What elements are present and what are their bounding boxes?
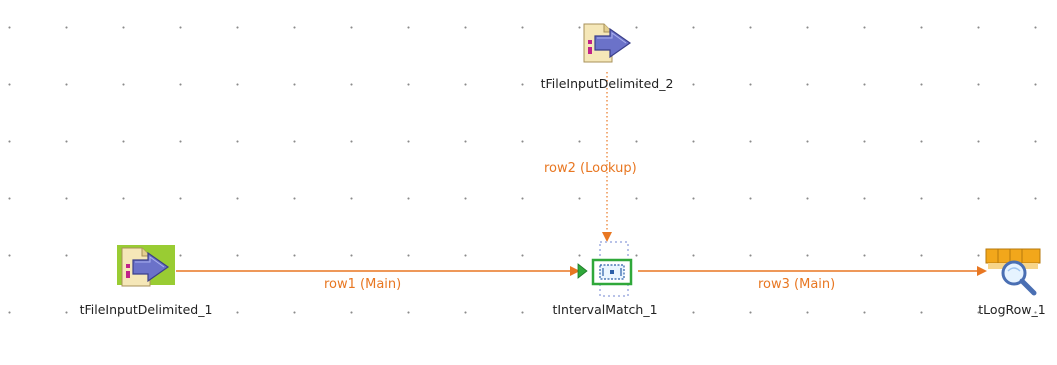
file-input-delimited-icon: [121, 247, 170, 287]
interval-match-icon: [577, 241, 633, 297]
link-row1-label[interactable]: row1 (Main): [324, 277, 402, 292]
link-row2-label[interactable]: row2 (Lookup): [544, 161, 637, 176]
file-input-delimited-icon: [583, 23, 632, 63]
component-label: tLogRow_1: [978, 302, 1046, 317]
link-row3-label[interactable]: row3 (Main): [758, 277, 836, 292]
log-row-icon: [985, 248, 1041, 296]
component-label: tFileInputDelimited_2: [540, 76, 674, 91]
component-label: tFileInputDelimited_1: [79, 302, 213, 317]
component-label: tIntervalMatch_1: [552, 302, 658, 317]
